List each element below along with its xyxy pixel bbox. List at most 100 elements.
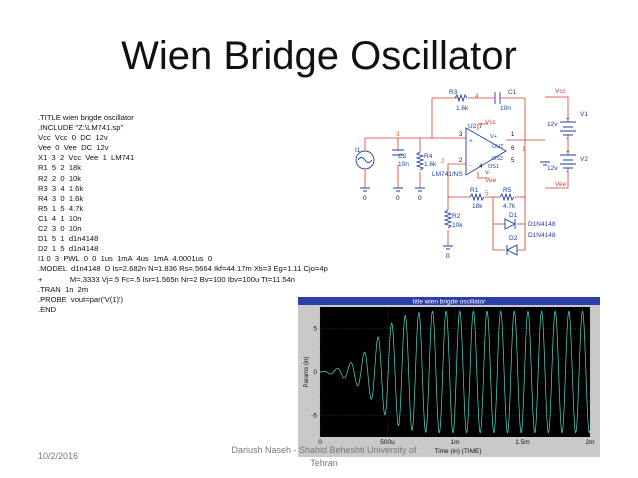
y-axis-label: Params (in) xyxy=(304,356,310,387)
vee-pin-label: Vee xyxy=(485,177,497,184)
x-tick-label: 500u xyxy=(380,439,395,446)
pinnum-6: 6 xyxy=(511,146,515,152)
r3-name: R3 xyxy=(449,89,458,96)
y-tick-label: 0 xyxy=(313,369,317,376)
v2-value: 12v xyxy=(547,165,558,172)
v1-plus: + xyxy=(566,116,570,123)
c2-value: 10n xyxy=(398,161,409,168)
y-tick-label: -5 xyxy=(311,412,317,419)
y-tick-label: 5 xyxy=(313,326,317,333)
pinnum-7: 7 xyxy=(479,124,483,130)
pin-os1: OS1 xyxy=(488,164,499,170)
v1-minus: - xyxy=(566,135,568,142)
pin-os2: OS2 xyxy=(492,156,503,162)
ground-label-c2: 0 xyxy=(396,195,400,202)
axis-ticks: 0 500u 1m 1.5m 2m 5 0 -5 xyxy=(311,326,594,446)
pinnum-3: 3 xyxy=(459,132,463,138)
ground-label-r2: 0 xyxy=(446,253,450,260)
netlist-line: .TITLE wien brigde oscillator xyxy=(38,113,134,122)
v2-minus: - xyxy=(566,168,568,175)
netlist-line: I1 0 3 PWL 0 0 1us 1mA 4us 1mA 4.0001us … xyxy=(38,254,213,264)
spice-netlist: .TITLE wien brigde oscillator.INCLUDE "Z… xyxy=(38,113,328,315)
plot-titlebar xyxy=(298,297,600,305)
netlist-line: R4 3 0 1.6k xyxy=(38,193,84,203)
pin-out: OUT xyxy=(492,144,504,150)
r5-value: 4.7k xyxy=(503,203,516,210)
netlist-line: + M=.3333 Vj=.5 Fc=.5 Isr=1.565n Nr=2 Bv… xyxy=(38,274,296,284)
netlist-line: Vee 0 Vee DC 12v xyxy=(38,143,109,153)
d1-model: D1N4148 xyxy=(528,221,556,228)
node-3: 3 xyxy=(396,131,400,138)
footer-author: Dariush Naseh - Shahid Beheshti Universi… xyxy=(231,445,417,468)
waveform-plot: title wien brigde oscillator 0 500u 1m 1.5m… xyxy=(298,297,600,457)
footer-date: 10/2/2016 xyxy=(38,451,79,461)
schematic-labels: R3 1.6k C1 10n I1 C2 10n R4 1.6k U2 LM74… xyxy=(355,88,588,260)
node-4: 4 xyxy=(475,93,479,100)
x-tick-label: 1.5m xyxy=(515,439,529,446)
node-1: 1 xyxy=(522,146,526,153)
d1-name: D1 xyxy=(509,212,518,219)
v1-value: 12v xyxy=(547,121,558,128)
netlist-line: .INCLUDE "Z:\LM741.sp" xyxy=(38,123,124,133)
netlist-line: D1 5 1 d1n4148 xyxy=(38,234,99,244)
c1-value: 10n xyxy=(500,105,511,112)
x-tick-label: 0 xyxy=(318,439,322,446)
r2-name: R2 xyxy=(452,213,461,220)
d2-name: D2 xyxy=(509,235,518,242)
c1-name: C1 xyxy=(508,89,517,96)
netlist-line: R2 2 0 10k xyxy=(38,173,82,183)
ground-label-i1: 0 xyxy=(363,195,367,202)
r5-name: R5 xyxy=(503,187,512,194)
pin-vplus: V+ xyxy=(490,134,497,140)
netlist-line: C2 3 0 10n xyxy=(38,224,82,234)
pin-vminus: V- xyxy=(485,170,490,176)
netlist-line: R1 5 2 18k xyxy=(38,163,82,173)
pinnum-2: 2 xyxy=(459,158,463,164)
pinnum-1: 1 xyxy=(511,132,515,138)
r2-value: 10k xyxy=(452,222,463,229)
opamp-plus: + xyxy=(469,138,473,145)
vcc-label: Vcc xyxy=(555,88,567,95)
r4-value: 1.6k xyxy=(424,161,437,168)
u2-name: U2 xyxy=(468,123,477,130)
netlist-line: R5 1 5 4.7k xyxy=(38,203,84,213)
netlist-line: D2 1 5 d1n4148 xyxy=(38,244,99,254)
v1-name: V1 xyxy=(580,111,588,118)
r1-name: R1 xyxy=(470,187,479,194)
vee-label: Vee xyxy=(555,181,567,188)
netlist-line: X1 3 2 Vcc Vee 1 LM741 xyxy=(38,153,135,163)
vcc-pin-label: Vcc xyxy=(485,119,497,126)
r4-name: R4 xyxy=(424,153,433,160)
netlist-line: .END xyxy=(38,304,57,314)
x-axis-label: Time (in) (TIME) xyxy=(434,448,481,455)
netlist-line: .PROBE vout=par('V(1)') xyxy=(38,294,123,304)
netlist-line: Vcc Vcc 0 DC 12v xyxy=(38,133,108,143)
components xyxy=(355,92,576,256)
waveform-line xyxy=(320,310,591,434)
node-5: 5 xyxy=(485,190,489,197)
d2-model: D1N4148 xyxy=(528,232,556,239)
netlist-line: .MODEL d1n4148 D Is=2.682n N=1.836 Rs=.5… xyxy=(38,264,328,274)
ground-label-r4: 0 xyxy=(418,195,422,202)
netlist-line: .TRAN 1n 2m xyxy=(38,284,89,294)
r1-value: 18k xyxy=(472,203,483,210)
i1-name: I1 xyxy=(355,147,361,154)
pinnum-5: 5 xyxy=(511,158,515,164)
plot-title: title wien brigde oscillator xyxy=(413,299,486,306)
c2-name: C2 xyxy=(398,153,407,160)
v2-plus: + xyxy=(566,149,570,156)
u2-model: LM741/NS xyxy=(432,171,463,178)
netlist-line: C1 4 1 10n xyxy=(38,213,82,223)
netlist-line: R3 3 4 1.6k xyxy=(38,183,84,193)
r3-value: 1.6k xyxy=(456,105,469,112)
slide-title: Wien Bridge Oscillator xyxy=(121,34,517,78)
x-tick-label: 2m xyxy=(585,439,594,446)
pinnum-4: 4 xyxy=(479,164,483,170)
opamp-minus: - xyxy=(469,162,471,169)
node-2: 2 xyxy=(441,158,445,165)
v2-name: V2 xyxy=(580,156,588,163)
wires xyxy=(364,96,569,251)
x-tick-label: 1m xyxy=(450,439,459,446)
